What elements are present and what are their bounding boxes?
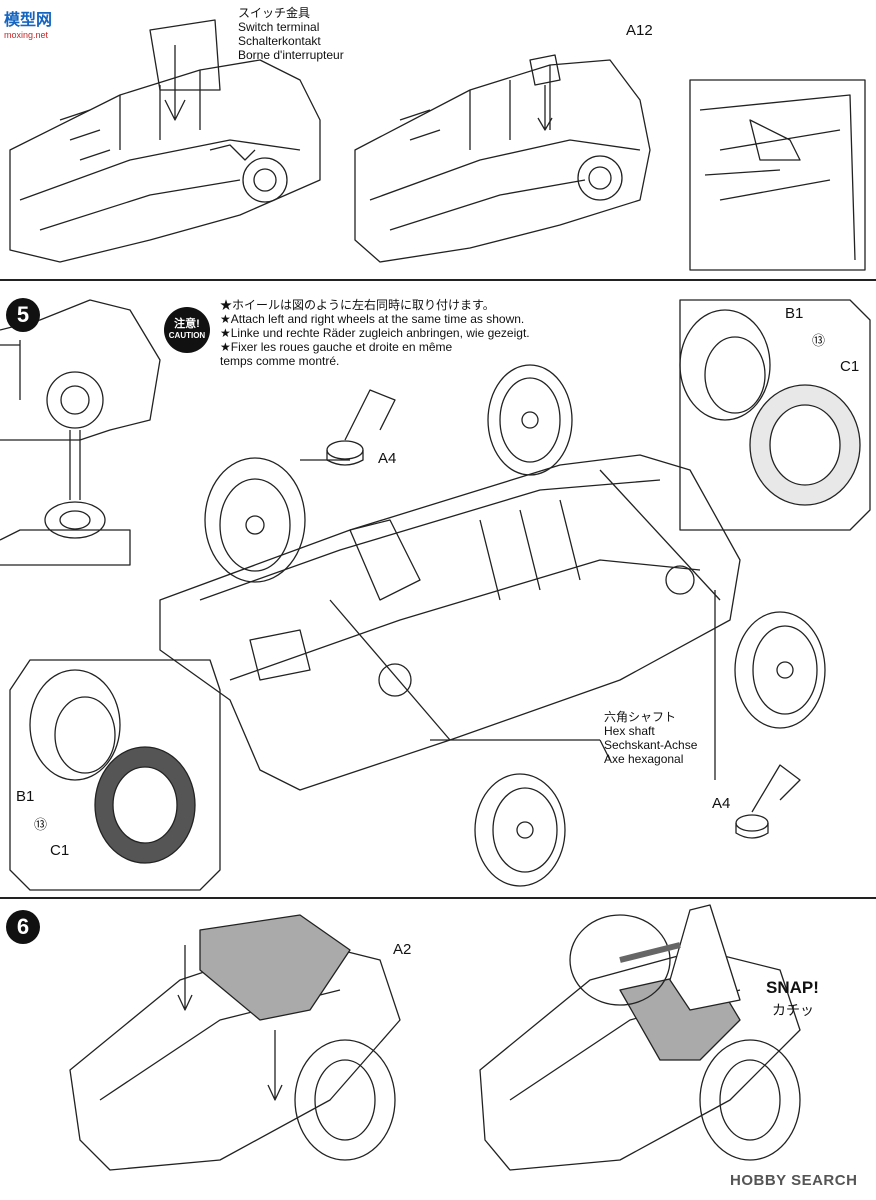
watermark-brand: 模型网 <box>4 12 53 29</box>
watermark-moxing: 模型网 moxing.net <box>4 6 52 40</box>
part-a2-label: A2 <box>393 941 412 958</box>
ref-13-left: ⑬ <box>34 817 48 832</box>
part-c1-left: C1 <box>50 842 70 859</box>
step5-instructions: ★ホイールは図のように左右同時に取り付けます。 ★Attach left and… <box>220 298 530 368</box>
part-b1-right: B1 <box>785 305 804 322</box>
caution-badge: 注意! CAUTION <box>164 307 210 353</box>
instruction-de: ★Linke und rechte Räder zugleich anbring… <box>220 326 530 340</box>
chassis-drawing-step5 <box>159 454 741 791</box>
switch-terminal-label: スイッチ金具 Switch terminal Schalterkontakt B… <box>238 6 344 62</box>
snap-jp-label: カチッ <box>772 1002 814 1018</box>
instruction-fr-2: temps comme montré. <box>220 354 340 368</box>
section-divider-2 <box>0 897 876 899</box>
wheel-bottom <box>474 773 566 887</box>
switch-terminal-jp: スイッチ金具 <box>238 6 311 20</box>
chassis-inset-step4 <box>689 79 866 271</box>
instruction-fr-1: ★Fixer les roues gauche et droite en mêm… <box>220 340 453 354</box>
snap-label: SNAP! <box>766 978 819 997</box>
caution-jp: 注意! <box>174 318 200 330</box>
hex-shaft-en: Hex shaft <box>604 724 655 738</box>
hex-shaft-fr: Axe hexagonal <box>604 752 684 766</box>
watermark-hobbysearch: HOBBY SEARCH <box>730 1172 858 1189</box>
watermark-url: moxing.net <box>4 30 49 40</box>
hex-shaft-label: 六角シャフト Hex shaft Sechskant-Achse Axe hex… <box>604 710 697 766</box>
part-c1-right: C1 <box>840 358 860 375</box>
step-5-number: 5 <box>6 298 40 332</box>
hex-shaft-jp: 六角シャフト <box>604 710 677 724</box>
chassis-drawing-step4-middle <box>354 54 651 263</box>
part-a4-top: A4 <box>378 450 397 467</box>
chassis-drawing-step6-left <box>69 914 401 1171</box>
section-divider <box>0 279 876 281</box>
hex-shaft-de: Sechskant-Achse <box>604 738 698 752</box>
wheel-top <box>487 364 573 476</box>
part-b1-left: B1 <box>16 788 35 805</box>
chassis-drawing-step4-left <box>9 19 321 263</box>
wheel-right <box>734 611 826 729</box>
chassis-drawing-step6-right <box>479 904 801 1171</box>
step-6-number: 6 <box>6 910 40 944</box>
a4-bearing-bottom <box>735 764 801 839</box>
switch-terminal-en: Switch terminal <box>238 20 320 34</box>
switch-terminal-de: Schalterkontakt <box>238 34 321 48</box>
hand-inset-step5 <box>0 299 161 566</box>
instruction-jp: ★ホイールは図のように左右同時に取り付けます。 <box>220 298 495 312</box>
switch-terminal-fr: Borne d'interrupteur <box>238 48 344 62</box>
ref-13-right: ⑬ <box>812 333 826 348</box>
caution-en: CAUTION <box>168 331 206 340</box>
instruction-en: ★Attach left and right wheels at the sam… <box>220 312 525 326</box>
wheel-left <box>204 457 306 583</box>
part-a4-bottom: A4 <box>712 795 731 812</box>
wheel-inset-left <box>9 659 221 891</box>
part-a12-label: A12 <box>626 22 653 39</box>
wheel-inset-right <box>679 299 871 531</box>
